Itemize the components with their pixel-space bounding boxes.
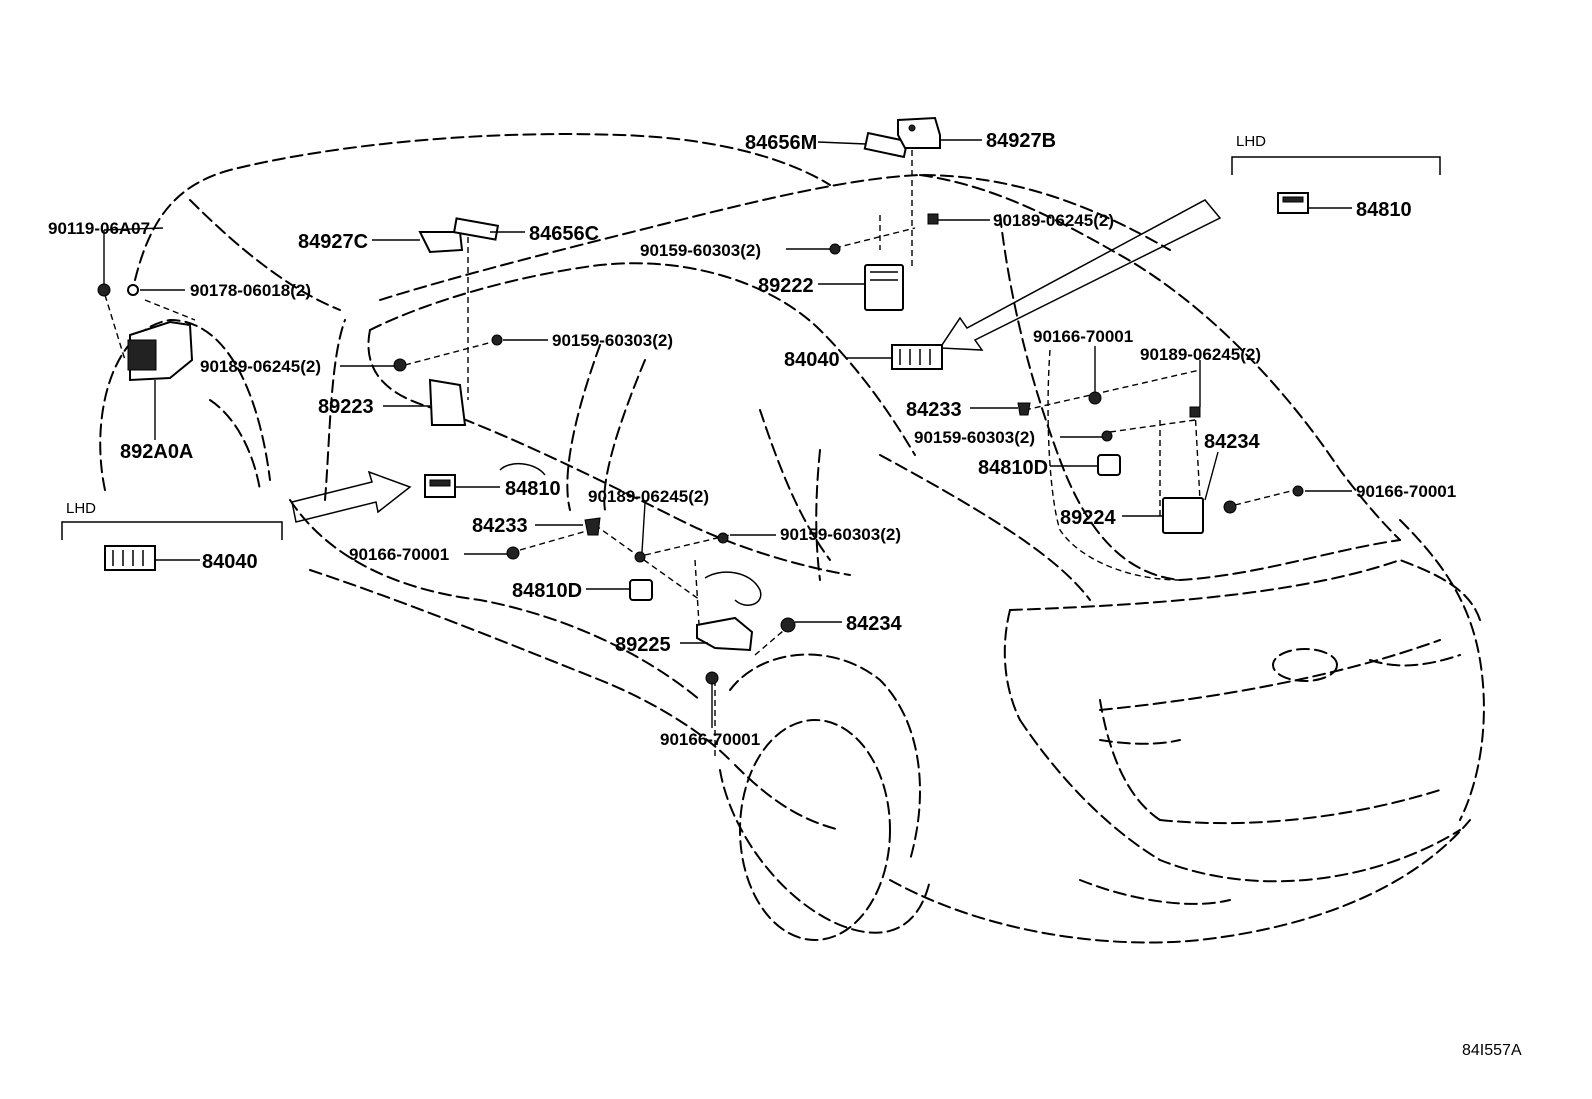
label-90159-low: 90159-60303(2)	[780, 525, 901, 544]
label-84927B: 84927B	[986, 130, 1056, 152]
label-89225: 89225	[615, 634, 671, 656]
label-90189-r1: 90189-06245(2)	[1140, 345, 1261, 364]
label-892A0A: 892A0A	[120, 441, 193, 463]
label-90178: 90178-06018(2)	[190, 281, 311, 300]
label-90166-bottom: 90166-70001	[660, 730, 760, 749]
label-90166-r2: 90166-70001	[1356, 482, 1456, 501]
diagram-code: 84I557A	[1462, 1042, 1522, 1059]
label-90159-right: 90159-60303(2)	[914, 428, 1035, 447]
label-84810-lhd: 84810	[1356, 199, 1412, 221]
label-84233-left: 84233	[472, 515, 528, 537]
part-labels: 84656M 84927B LHD 84810 90189-06245(2) 9…	[48, 130, 1522, 1059]
label-89223: 89223	[318, 396, 374, 418]
lhd-tag-left: LHD	[66, 500, 96, 517]
label-90159-mid: 90159-60303(2)	[552, 331, 673, 350]
label-90119: 90119-06A07	[48, 219, 150, 238]
label-84810D-right: 84810D	[978, 457, 1048, 479]
label-84040-lhd: 84040	[202, 551, 258, 573]
label-90189-left: 90189-06245(2)	[200, 357, 321, 376]
label-89224: 89224	[1060, 507, 1116, 529]
assembly-lines	[104, 150, 1296, 760]
label-84656M: 84656M	[745, 132, 817, 154]
leader-lines	[103, 139, 1352, 728]
car-outline	[99, 133, 1485, 944]
lhd-tag-top: LHD	[1236, 133, 1266, 150]
label-90159-top: 90159-60303(2)	[640, 241, 761, 260]
label-84656C: 84656C	[529, 223, 599, 245]
label-89222: 89222	[758, 275, 814, 297]
lhd-bracket-top	[1231, 156, 1441, 175]
label-90189-mid: 90189-06245(2)	[588, 487, 709, 506]
component-parts	[97, 116, 1309, 685]
label-90189-top: 90189-06245(2)	[993, 211, 1114, 230]
insertion-arrows	[291, 199, 1222, 523]
label-84233-right: 84233	[906, 399, 962, 421]
lhd-bracket-left	[61, 521, 283, 540]
label-84810-mid: 84810	[505, 478, 561, 500]
label-84234-right: 84234	[1204, 431, 1260, 453]
label-84234-left: 84234	[846, 613, 902, 635]
label-84810D-left: 84810D	[512, 580, 582, 602]
label-84927C: 84927C	[298, 231, 368, 253]
label-90166-r1: 90166-70001	[1033, 327, 1133, 346]
label-84040-center: 84040	[784, 349, 840, 371]
label-90166-left: 90166-70001	[349, 545, 449, 564]
